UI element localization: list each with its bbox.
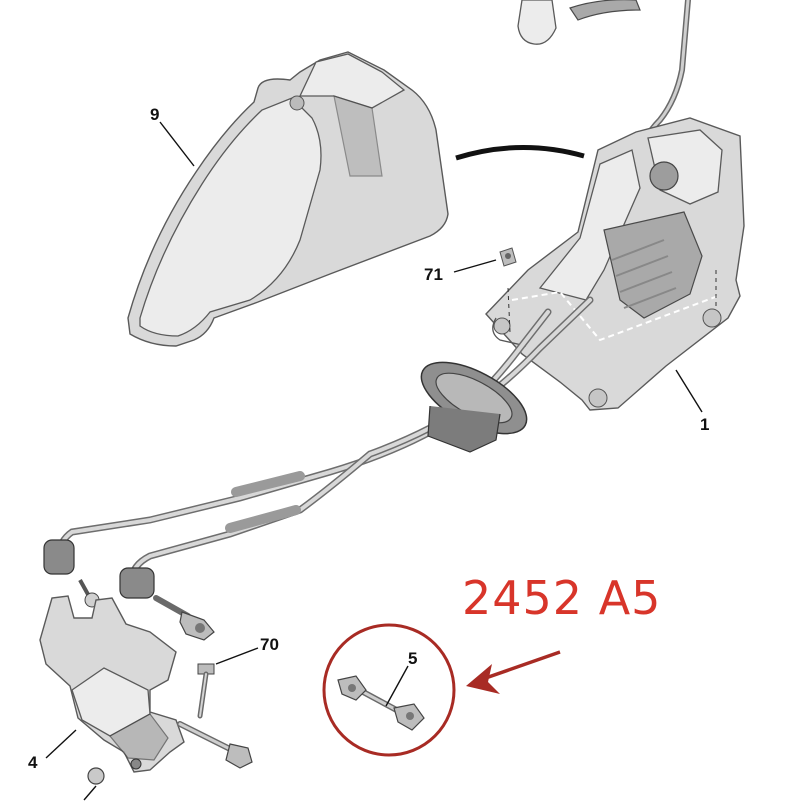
label-part-5: 5 <box>408 649 417 668</box>
label-part-4: 4 <box>28 753 38 772</box>
pointer-arrow <box>466 650 561 694</box>
reference-code: 2452 A5 <box>462 571 661 625</box>
gear-knob-fragment <box>517 0 641 45</box>
cover-boot <box>127 51 449 347</box>
bracket-link-rod <box>177 721 253 769</box>
label-part-71: 71 <box>424 265 443 284</box>
cable-grommet <box>420 361 528 453</box>
highlight-circle <box>322 623 456 757</box>
link-rod-5 <box>337 675 425 731</box>
gear-lever-housing <box>485 117 745 411</box>
bracket-4 <box>39 595 185 785</box>
assembly-arc <box>455 145 585 161</box>
label-part-70: 70 <box>260 635 279 654</box>
nut-71 <box>499 247 517 267</box>
bolt-70 <box>197 663 215 719</box>
label-part-1: 1 <box>700 415 709 434</box>
label-part-9: 9 <box>150 105 159 124</box>
leader-lines <box>45 121 703 801</box>
cable-end-fittings <box>43 539 215 641</box>
